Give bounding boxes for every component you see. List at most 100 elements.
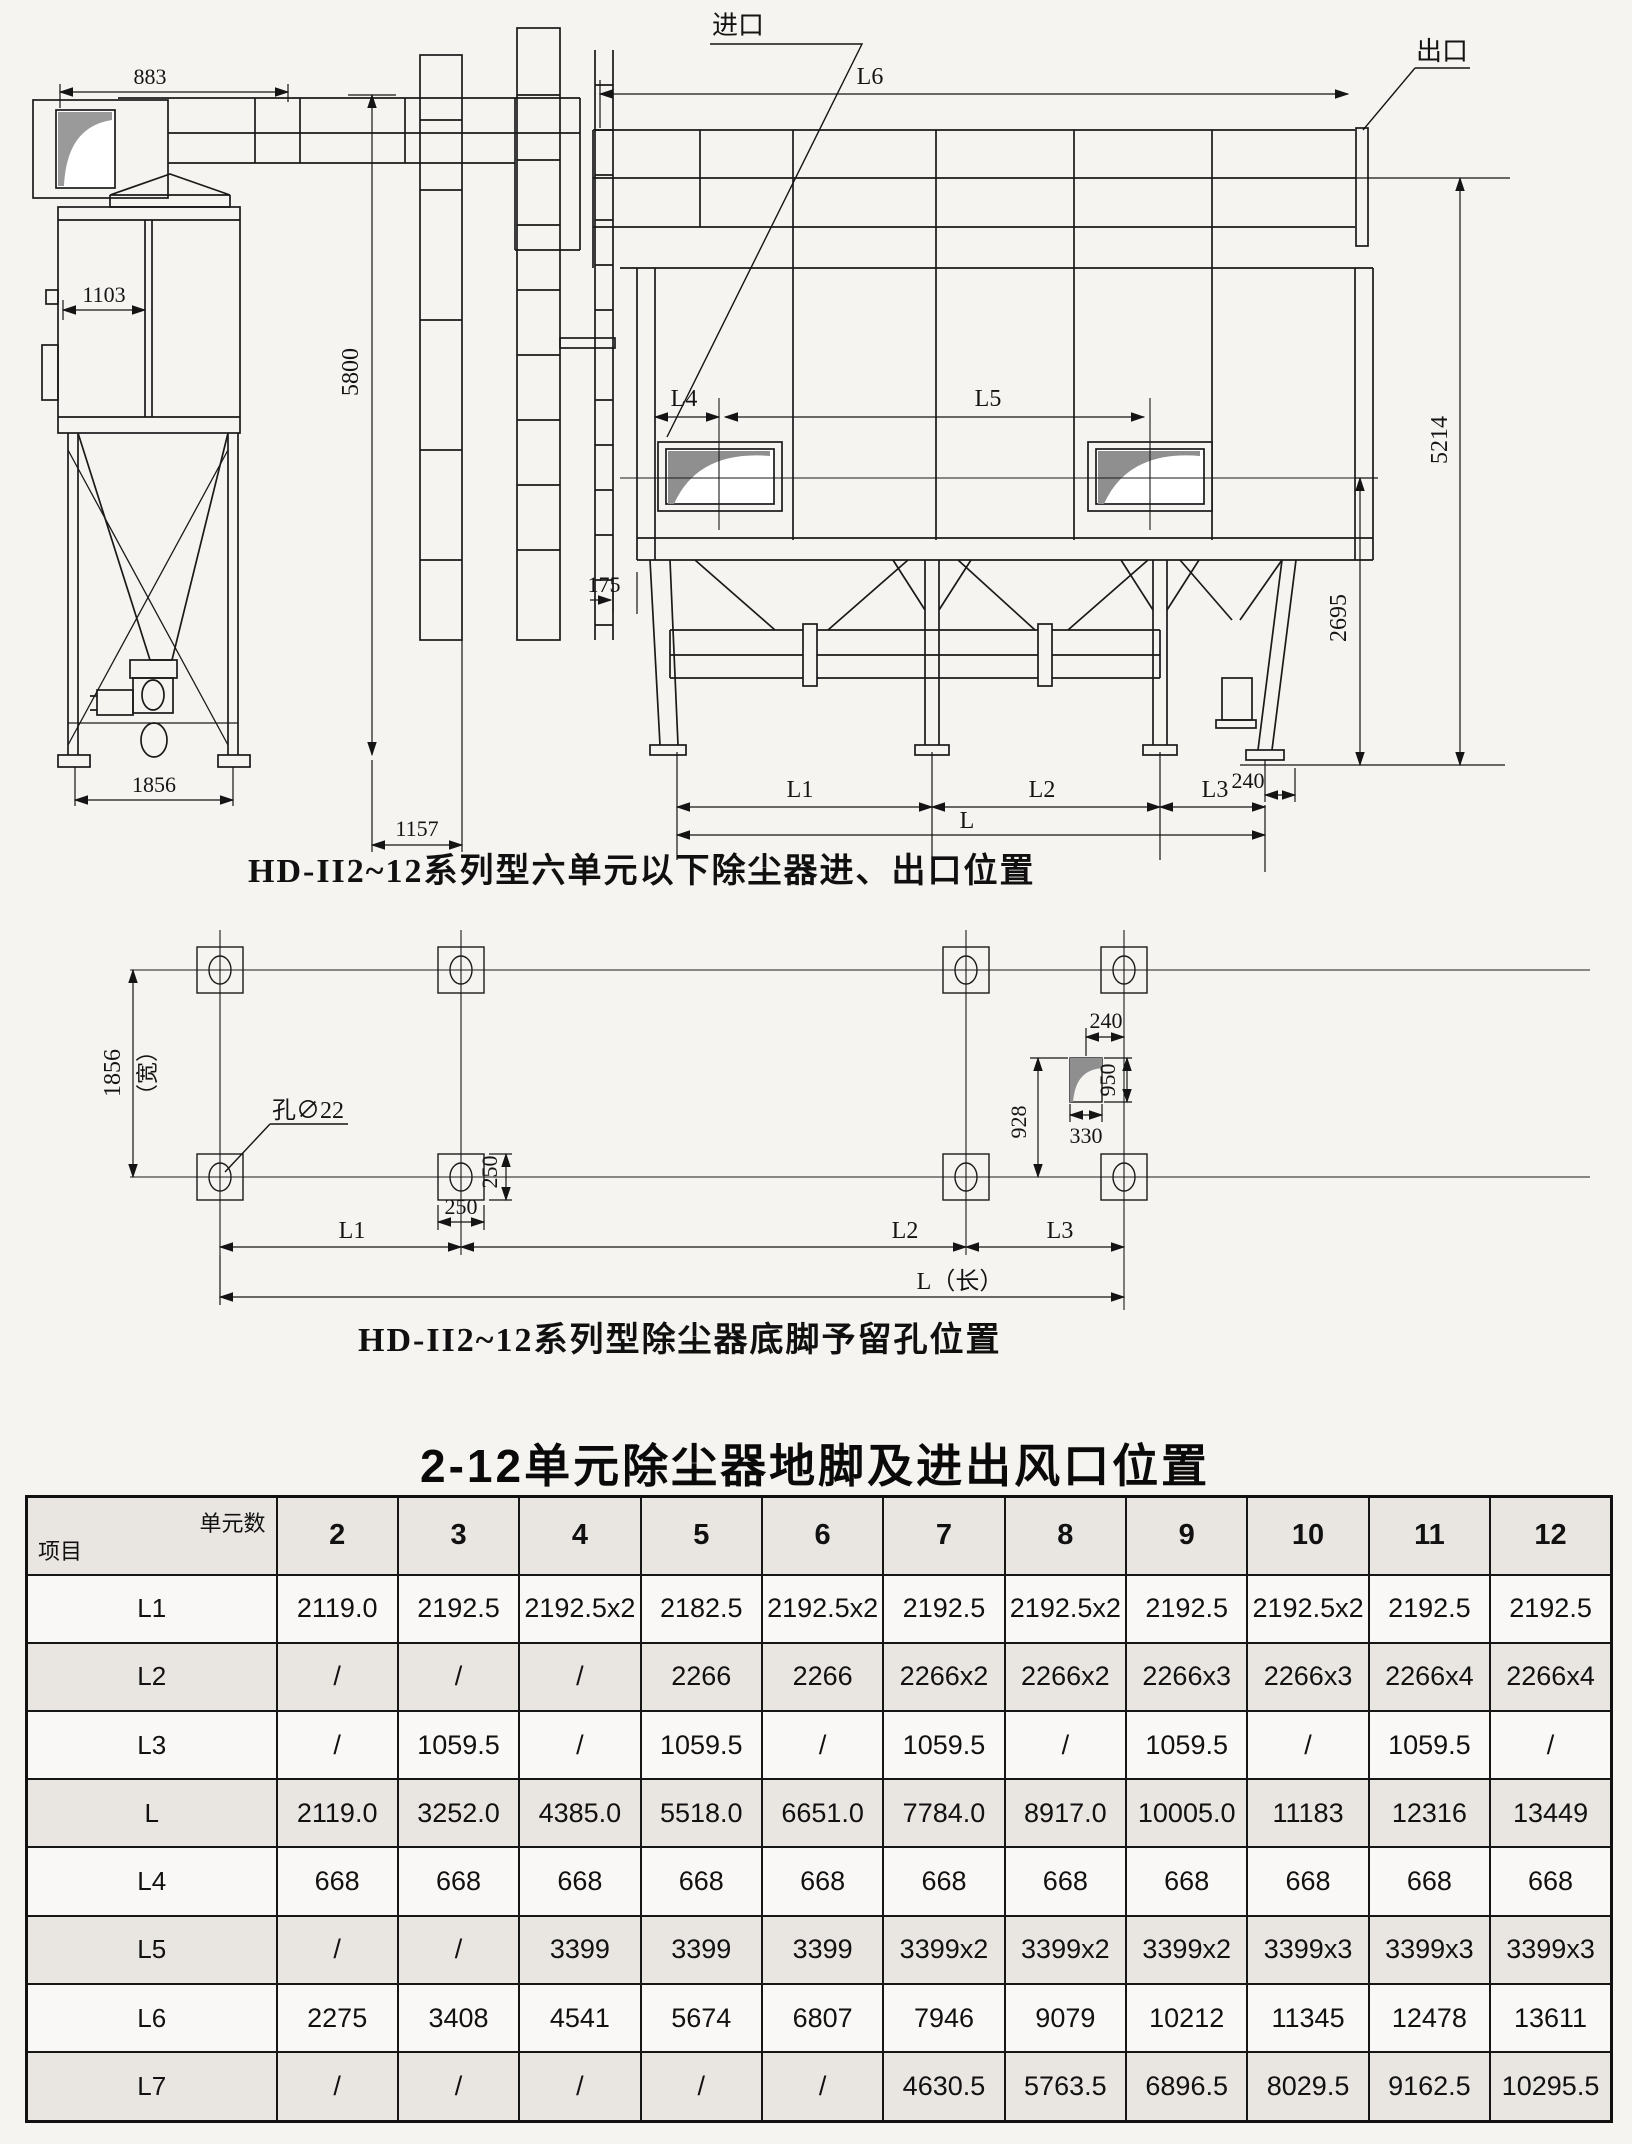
cell: /: [518, 1709, 642, 1781]
cell: 4541: [518, 1982, 642, 2054]
dim-250-h: 250: [445, 1194, 478, 1219]
row-label-L: L: [25, 1778, 278, 1849]
cell: 668: [639, 1846, 763, 1917]
cell: 668: [1125, 1846, 1249, 1917]
dim-240-front: 240: [1232, 768, 1265, 793]
cell: 13611: [1489, 1982, 1613, 2054]
label-outlet: 出口: [1416, 37, 1468, 66]
col-header-10: 10: [1246, 1495, 1370, 1576]
dim-1856-plan: 1856: [100, 1049, 126, 1097]
cell: 668: [396, 1846, 521, 1917]
cell: 3399x3: [1367, 1914, 1492, 1985]
col-header-8: 8: [1003, 1495, 1128, 1576]
foundation-dimensions: [128, 968, 1132, 1305]
cell: /: [1246, 1709, 1370, 1781]
cell: 5674: [639, 1982, 763, 2054]
col-header-4: 4: [518, 1495, 642, 1576]
side-view: [32, 97, 581, 768]
cell: 2119.0: [275, 1778, 399, 1849]
dim-2695: 2695: [1326, 594, 1352, 642]
cell: 2182.5: [639, 1573, 763, 1644]
cell: 2266x4: [1489, 1641, 1613, 1712]
cell: 8917.0: [1003, 1778, 1128, 1849]
dim-330: 330: [1070, 1123, 1103, 1148]
col-header-12: 12: [1489, 1495, 1613, 1576]
dim-l3-front: L3: [1202, 777, 1229, 803]
cell: 2119.0: [275, 1573, 399, 1644]
dim-883: 883: [134, 64, 167, 89]
cell: /: [396, 1641, 521, 1712]
dim-1157: 1157: [395, 816, 438, 841]
col-header-7: 7: [882, 1495, 1006, 1576]
dim-l6: L6: [857, 64, 884, 90]
cell: 2192.5: [1489, 1573, 1613, 1644]
cell: 6651.0: [760, 1778, 885, 1849]
cell: /: [1003, 1709, 1128, 1781]
cell: 2192.5x2: [760, 1573, 885, 1644]
cell: 3399x2: [1003, 1914, 1128, 1985]
cell: 11345: [1246, 1982, 1370, 2054]
cell: 11183: [1246, 1778, 1370, 1849]
cell: /: [275, 1914, 399, 1985]
cell: 5518.0: [639, 1778, 763, 1849]
cell: 1059.5: [1367, 1709, 1492, 1781]
cell: /: [396, 2051, 521, 2123]
table-row: L4 668 668 668 668 668 668 668 668 668 6…: [25, 1846, 1613, 1917]
dim-l3-plan: L3: [1047, 1218, 1074, 1244]
dim-1103: 1103: [82, 282, 125, 307]
cell: 2266x4: [1367, 1641, 1492, 1712]
dim-l1-front: L1: [787, 777, 814, 803]
cell: 7784.0: [882, 1778, 1006, 1849]
cell: 10295.5: [1489, 2051, 1613, 2123]
dim-1856-side: 1856: [132, 772, 176, 797]
cell: 2266x2: [1003, 1641, 1128, 1712]
cell: 3399x3: [1489, 1914, 1613, 1985]
table-row: L5 / / 3399 3399 3399 3399x2 3399x2 3399…: [25, 1914, 1613, 1985]
cell: /: [1489, 1709, 1613, 1781]
cell: 668: [1246, 1846, 1370, 1917]
dim-l5: L5: [975, 386, 1002, 412]
table-header-row: 单元数 项目 2 3 4 5 6 7 8 9 10 11 12: [25, 1495, 1613, 1576]
cell: 4630.5: [882, 2051, 1006, 2123]
dim-l1-plan: L1: [339, 1218, 366, 1244]
corner-units-label: 单元数: [199, 1511, 266, 1536]
cell: 10005.0: [1125, 1778, 1249, 1849]
cell: 2192.5: [1125, 1573, 1249, 1644]
col-header-2: 2: [275, 1495, 399, 1576]
cell: 9162.5: [1367, 2051, 1492, 2123]
cell: 3408: [396, 1982, 521, 2054]
cell: 3252.0: [396, 1778, 521, 1849]
cell: 5763.5: [1003, 2051, 1128, 2123]
dim-l2-plan: L2: [892, 1218, 919, 1244]
spec-table: 单元数 项目 2 3 4 5 6 7 8 9 10 11 12 L1 2119.…: [25, 1495, 1613, 2123]
table-row: L7 / / / / / 4630.5 5763.5 6896.5 8029.5…: [25, 2051, 1613, 2123]
dim-240-plan: 240: [1090, 1008, 1123, 1033]
cell: 12478: [1367, 1982, 1492, 2054]
row-label-L2: L2: [25, 1641, 278, 1712]
row-label-L4: L4: [25, 1846, 278, 1917]
cell: 2192.5x2: [518, 1573, 642, 1644]
table-row: L6 2275 3408 4541 5674 6807 7946 9079 10…: [25, 1982, 1613, 2054]
cell: 13449: [1489, 1778, 1613, 1849]
dim-950: 950: [1095, 1064, 1120, 1097]
cell: /: [275, 2051, 399, 2123]
dim-250-v: 250: [477, 1156, 502, 1189]
cell: 6896.5: [1125, 2051, 1249, 2123]
cell: 668: [882, 1846, 1006, 1917]
cell: /: [639, 2051, 763, 2123]
cell: 3399x2: [1125, 1914, 1249, 1985]
dim-l2-front: L2: [1029, 777, 1056, 803]
row-label-L1: L1: [25, 1573, 278, 1644]
cell: /: [760, 1709, 885, 1781]
cell: 3399x2: [882, 1914, 1006, 1985]
cell: /: [760, 2051, 885, 2123]
cell: /: [396, 1914, 521, 1985]
cell: /: [518, 2051, 642, 2123]
cell: 668: [518, 1846, 642, 1917]
cell: 3399x3: [1246, 1914, 1370, 1985]
cell: 6807: [760, 1982, 885, 2054]
cell: 3399: [518, 1914, 642, 1985]
cell: 4385.0: [518, 1778, 642, 1849]
cell: 3399: [639, 1914, 763, 1985]
col-header-6: 6: [760, 1495, 885, 1576]
